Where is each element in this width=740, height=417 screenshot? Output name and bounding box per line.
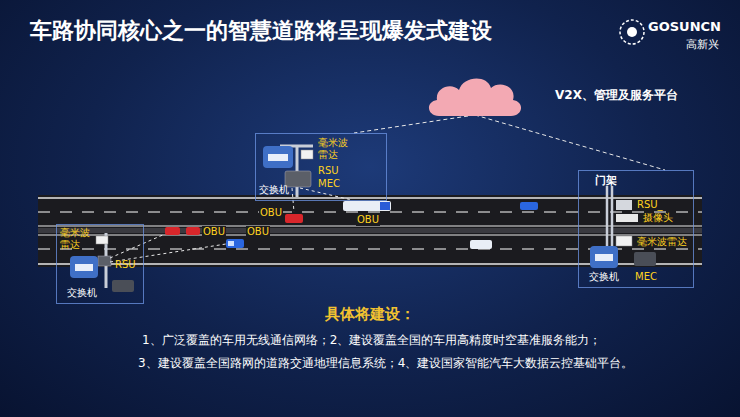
device-label: 交换机 <box>589 271 619 283</box>
device-label: 毫米波雷达 <box>60 227 91 250</box>
device-label: MEC <box>318 178 340 190</box>
device-label: RSU_ <box>637 199 663 211</box>
obu-label: OBU <box>259 207 283 219</box>
cloud-shape <box>429 78 521 116</box>
gantry-label: 门架 <box>595 175 617 188</box>
device-label: 毫米波雷达 <box>637 236 687 248</box>
obu-label: OBU <box>356 214 380 226</box>
roadside-unit-group: 毫米波雷达 RSU 交换机 <box>56 224 144 304</box>
device-label: 摄像头 <box>643 212 673 224</box>
slide-title: 车路协同核心之一的智慧道路将呈现爆发式建设 <box>30 18 492 43</box>
vehicles <box>165 201 538 249</box>
device-label: MEC <box>635 271 657 283</box>
v2x-link <box>110 188 352 262</box>
obu-label: OBU <box>202 226 226 238</box>
device-label: 交换机 <box>259 184 289 196</box>
connector-line <box>354 115 475 133</box>
logo-text: 高新兴 <box>686 39 719 52</box>
logo-text: GOSUNCN <box>648 20 721 35</box>
section-heading: 具体将建设： <box>325 306 415 323</box>
obu-label: OBU <box>246 226 270 238</box>
connector-line <box>475 115 665 170</box>
gantry <box>590 186 656 268</box>
cloud-shape <box>425 72 525 120</box>
cloud-platform: V2X、管理及服务平台 <box>425 72 525 120</box>
note-text: 3、建设覆盖全国路网的道路交通地理信息系统；4、建设国家智能汽车大数据云控基础平… <box>138 357 633 371</box>
device-label: 交换机 <box>67 287 97 299</box>
gantry-group: 门架 RSU_摄像头毫米波雷达交换机 MEC <box>578 170 694 288</box>
platform-label: V2X、管理及服务平台 <box>555 89 678 103</box>
note-text: 1、广泛覆盖的车用无线通信网络；2、建设覆盖全国的车用高精度时空基准服务能力； <box>142 334 601 348</box>
device-label: 毫米波雷达 <box>318 137 349 160</box>
logo-icon <box>620 20 644 44</box>
device-label: RSU <box>115 259 136 271</box>
road <box>38 195 702 267</box>
device-label: RSU <box>318 165 339 177</box>
roadside-unit-group: 毫米波雷达 RSUMEC 交换机 <box>255 133 387 201</box>
